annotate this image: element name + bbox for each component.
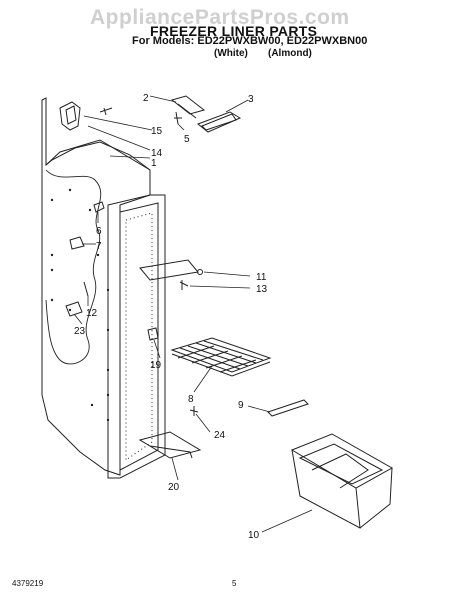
part-2-bracket bbox=[170, 95, 206, 115]
callout-23: 20 bbox=[168, 482, 180, 493]
callout-3: 3 bbox=[248, 94, 254, 105]
callout-10: 10 bbox=[248, 530, 260, 541]
callout-15: 15 bbox=[151, 126, 163, 137]
callout-labels: 15 14 1 2 3 5 6 7 12 23 19 11 13 8 9 24 … bbox=[74, 93, 268, 541]
callout-1: 1 bbox=[151, 158, 157, 169]
callout-8: 8 bbox=[188, 394, 194, 405]
callout-5: 5 bbox=[184, 134, 190, 145]
part-12-pin bbox=[83, 281, 89, 297]
callout-13: 13 bbox=[256, 284, 268, 295]
variant-almond-label: (Almond) bbox=[268, 48, 312, 59]
liner-inner-contour bbox=[45, 169, 102, 365]
part-15-bracket bbox=[59, 101, 81, 131]
watermark-text: AppliancePartsPros.com bbox=[90, 6, 350, 29]
callout-12: 12 bbox=[86, 308, 98, 319]
callout-6: 6 bbox=[96, 226, 102, 237]
liner-rivets bbox=[50, 188, 110, 422]
leader-lines bbox=[73, 95, 313, 533]
callout-7: 7 bbox=[96, 241, 102, 252]
callout-11: 11 bbox=[256, 272, 267, 283]
part-14-screw bbox=[99, 107, 113, 116]
liner-top-rim bbox=[45, 141, 151, 171]
variant-white-label: (White) bbox=[214, 48, 248, 59]
part-5-screw bbox=[174, 111, 182, 125]
callout-20: 23 bbox=[74, 326, 86, 337]
page-number: 5 bbox=[232, 579, 237, 588]
part-11-plate bbox=[139, 259, 199, 281]
part-10-bin bbox=[290, 433, 394, 529]
document-code: 4379219 bbox=[12, 579, 44, 588]
part-9-shelf-bar bbox=[267, 399, 309, 417]
callout-24: 24 bbox=[214, 430, 226, 441]
callout-14: 14 bbox=[151, 148, 163, 159]
part-24-screw bbox=[189, 406, 199, 416]
diagram-title: FREEZER LINER PARTS bbox=[150, 23, 318, 39]
part-13-screw bbox=[179, 280, 189, 290]
part-7-clip bbox=[69, 236, 85, 250]
part-23-support bbox=[138, 431, 202, 459]
models-line: For Models: ED22PWXBW00, ED22PWXBN00 bbox=[132, 35, 368, 47]
callout-19: 19 bbox=[150, 360, 162, 371]
part-8-wire-shelf bbox=[170, 337, 272, 377]
part-20-clip bbox=[65, 301, 83, 317]
part-11-screw bbox=[197, 269, 203, 275]
callout-2: 2 bbox=[143, 93, 149, 104]
part-19-clip bbox=[147, 327, 159, 341]
callout-9: 9 bbox=[238, 400, 244, 411]
part-6-clip bbox=[93, 201, 105, 213]
